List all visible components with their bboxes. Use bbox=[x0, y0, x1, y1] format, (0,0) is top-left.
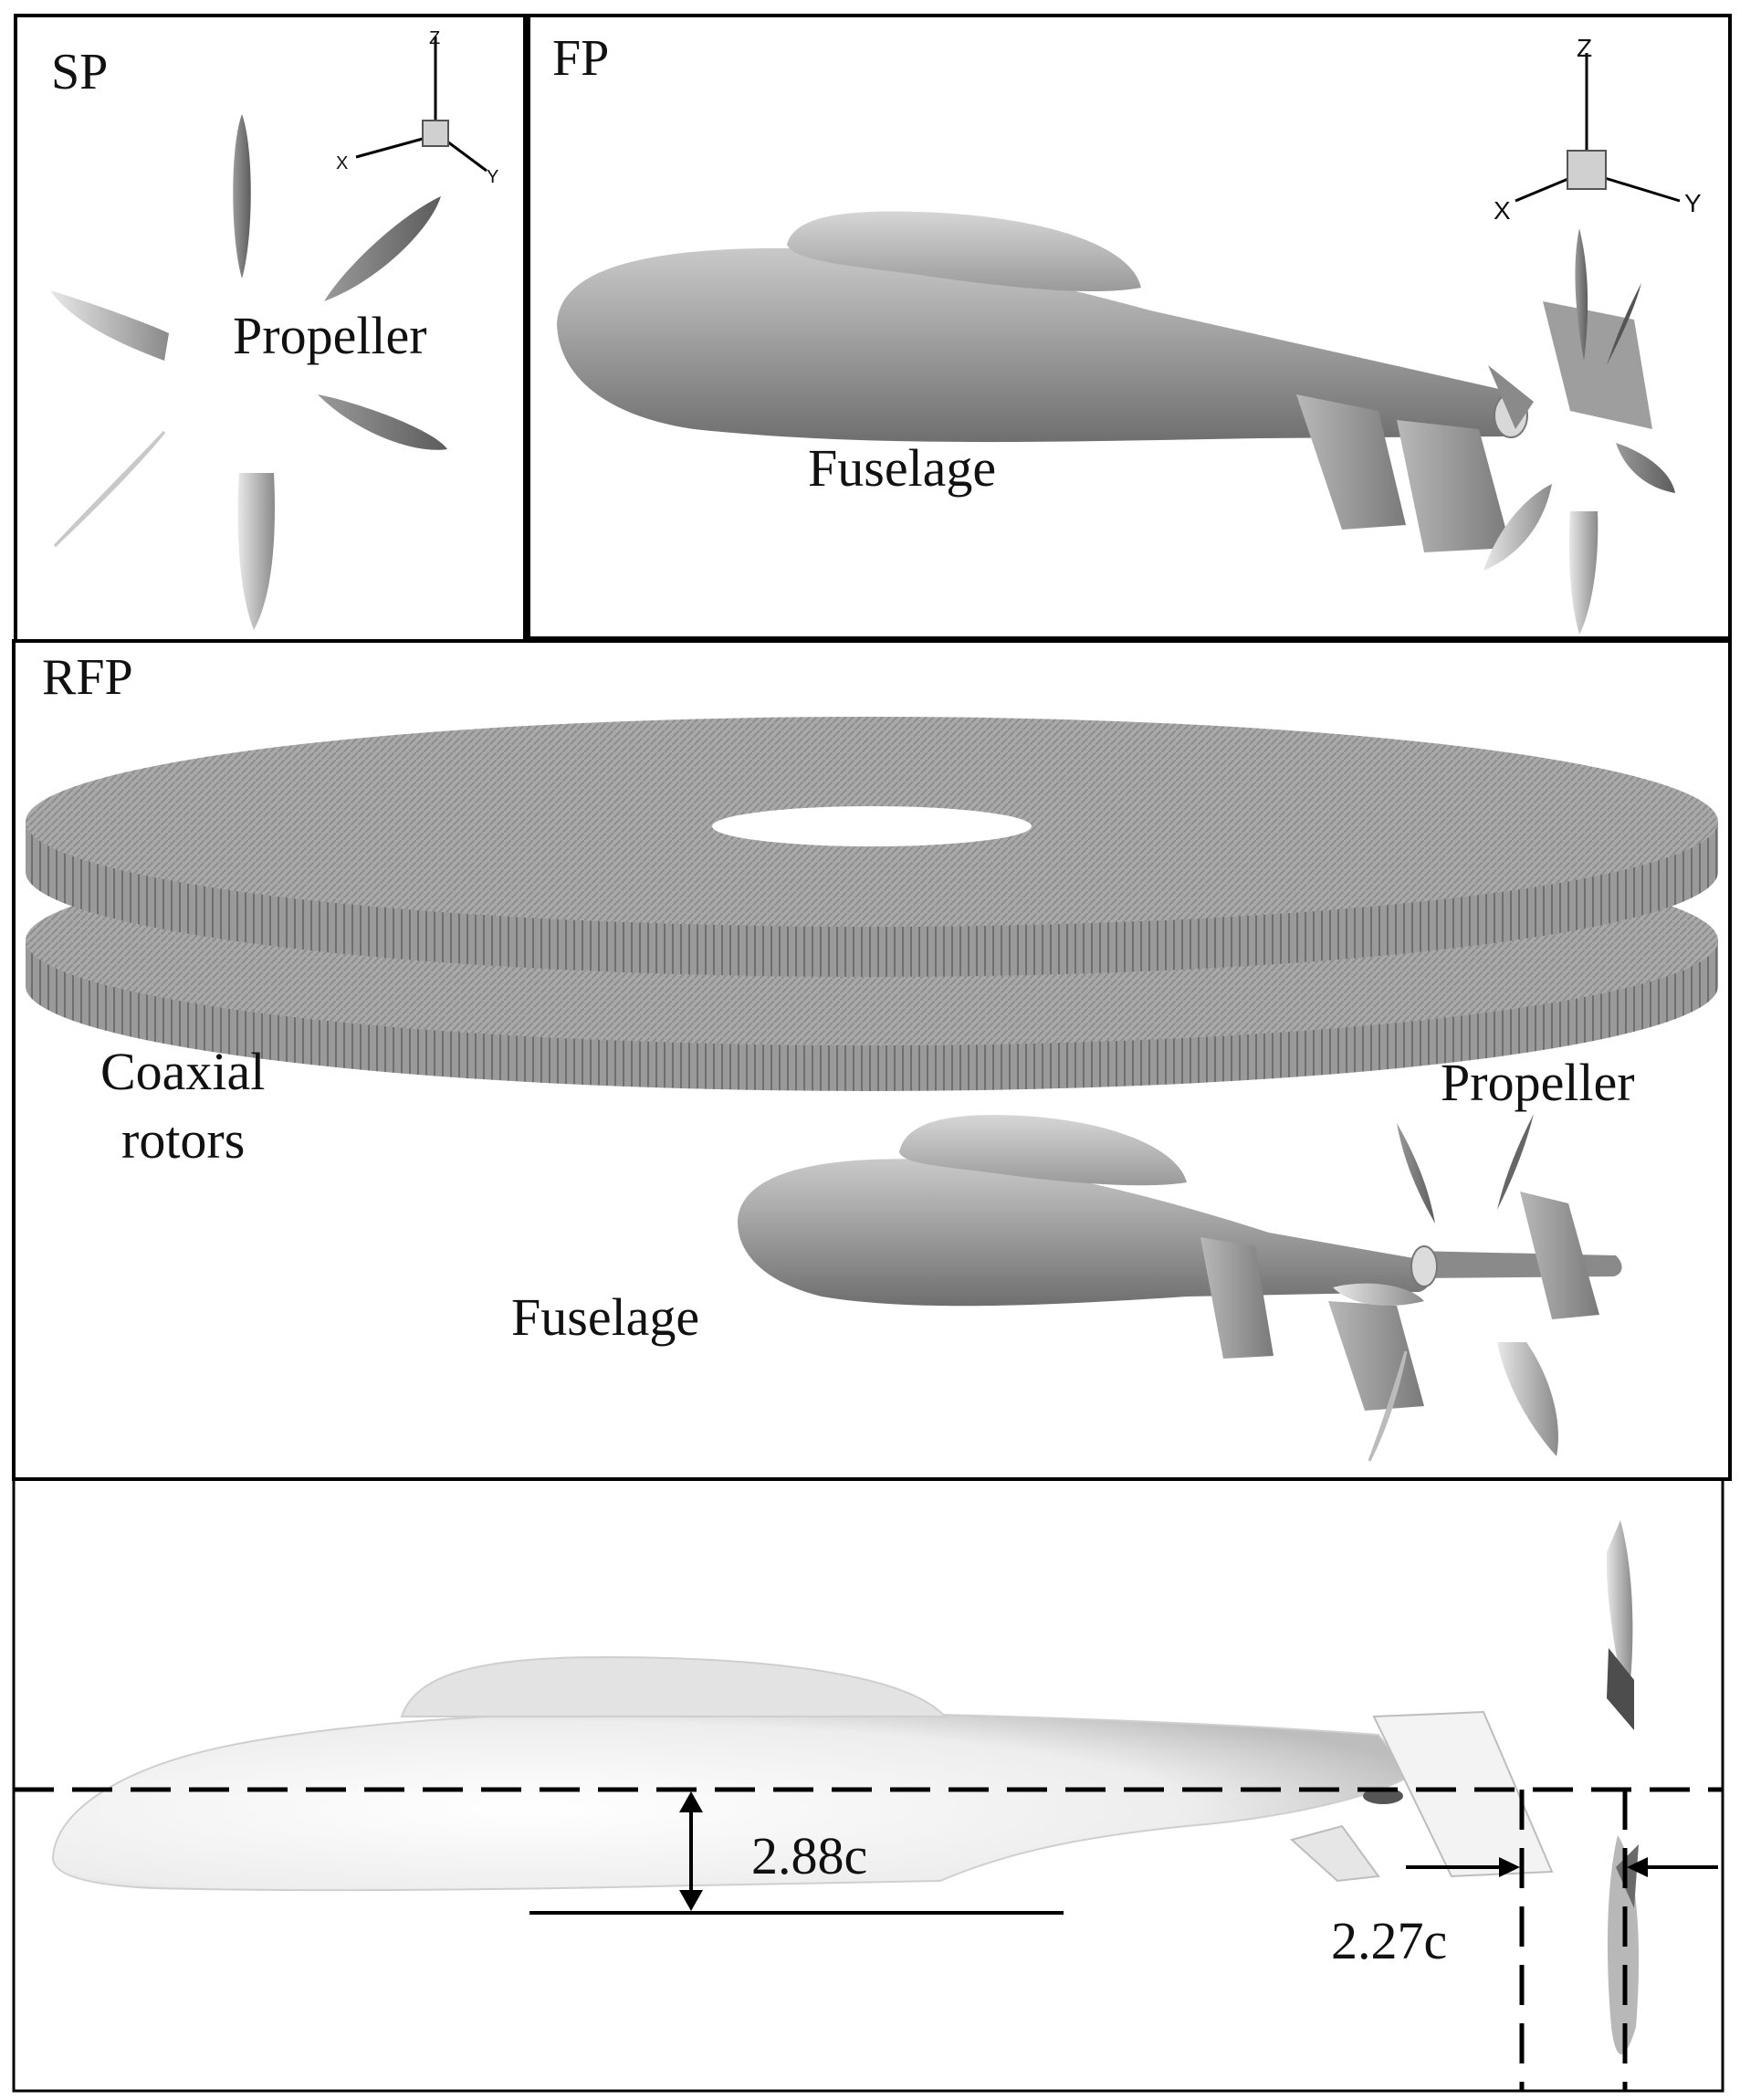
panel-sp-label: SP bbox=[51, 44, 108, 100]
arrow-down bbox=[679, 1890, 703, 1911]
arrow-right bbox=[1499, 1857, 1520, 1877]
axis-triad-fp: Z X Y bbox=[1494, 34, 1702, 225]
rfp-blade-5 bbox=[1368, 1350, 1408, 1462]
arrow-left bbox=[1627, 1857, 1648, 1877]
rfp-fin-left bbox=[1200, 1237, 1274, 1359]
blade-6 bbox=[237, 473, 275, 630]
dimension-lines bbox=[14, 1787, 1723, 2091]
axis-x-label: X bbox=[336, 153, 348, 173]
axis-y-label: Y bbox=[1684, 189, 1702, 217]
rfp-hub bbox=[1410, 1245, 1438, 1287]
rfp-blade-1 bbox=[1397, 1123, 1435, 1223]
panel-side-frame bbox=[12, 1477, 1724, 2093]
panel-rfp-label: RFP bbox=[42, 649, 133, 706]
axis-z-label: Z bbox=[1577, 34, 1592, 62]
horizontal-dimension-label: 2.27c bbox=[1331, 1911, 1447, 1970]
rfp-tail-fin bbox=[1520, 1192, 1599, 1319]
rfp-blade-4 bbox=[1333, 1283, 1424, 1306]
fp-fin-right bbox=[1397, 420, 1511, 552]
rfp-fin-right bbox=[1328, 1301, 1424, 1411]
fp-blade-2 bbox=[1607, 283, 1641, 365]
panel-fp: FP Z X Y Fuselage bbox=[552, 30, 1702, 635]
panel-rfp: RFP Coaxial rotors Propeller bbox=[26, 649, 1718, 1462]
upper-rotor-hub-hole bbox=[712, 806, 1032, 846]
coaxial-label-line1: Coaxial bbox=[100, 1042, 265, 1101]
rfp-canopy bbox=[899, 1115, 1187, 1186]
fp-propeller bbox=[1483, 228, 1675, 635]
side-fuselage bbox=[51, 1655, 1554, 1892]
fp-blade-4 bbox=[1568, 511, 1598, 635]
rfp-fuselage-label: Fuselage bbox=[511, 1287, 699, 1347]
fp-fuselage-label: Fuselage bbox=[808, 438, 996, 498]
side-blade-upper-root bbox=[1607, 1648, 1634, 1730]
side-fin-lower bbox=[1289, 1824, 1380, 1883]
axis-triad-sp: Z X Y bbox=[336, 28, 498, 187]
fp-blade-5 bbox=[1483, 484, 1552, 571]
fp-blade-1 bbox=[1575, 228, 1588, 361]
fp-tail-fin bbox=[1543, 301, 1652, 429]
fp-tail-spike bbox=[1488, 365, 1534, 429]
fp-hull bbox=[557, 247, 1525, 443]
panel-sp: SP Z X Y Propeller bbox=[50, 28, 498, 630]
arrow-up bbox=[679, 1791, 703, 1812]
fp-blade-3 bbox=[1616, 443, 1675, 493]
blade-1 bbox=[233, 114, 251, 278]
side-blade-upper bbox=[1606, 1520, 1633, 1707]
rfp-propeller-label: Propeller bbox=[1441, 1053, 1635, 1112]
rfp-blade-2 bbox=[1497, 1114, 1534, 1210]
blade-3 bbox=[50, 290, 169, 361]
rfp-tail-boom bbox=[1415, 1251, 1622, 1278]
side-tail-fin bbox=[1372, 1710, 1554, 1878]
panel-side-view: 2.88c 2.27c bbox=[14, 1520, 1723, 2091]
fp-fuselage bbox=[557, 211, 1652, 552]
axis-z-label: Z bbox=[429, 28, 440, 48]
sp-propeller-label: Propeller bbox=[233, 306, 427, 365]
coaxial-rotors bbox=[26, 717, 1718, 1091]
panel-fp-label: FP bbox=[552, 30, 609, 87]
sp-propeller bbox=[50, 114, 447, 630]
rfp-fuselage bbox=[738, 1115, 1622, 1411]
axis-y-label: Y bbox=[487, 167, 498, 187]
coaxial-label-line2: rotors bbox=[121, 1110, 245, 1170]
side-canopy bbox=[400, 1655, 948, 1717]
axis-x-label: X bbox=[1494, 196, 1511, 225]
vertical-dimension-label: 2.88c bbox=[751, 1826, 867, 1885]
side-hull bbox=[51, 1709, 1412, 1892]
fp-fin-left bbox=[1296, 394, 1406, 530]
rfp-blade-3 bbox=[1497, 1342, 1558, 1456]
rfp-propeller bbox=[1333, 1114, 1558, 1462]
blade-4 bbox=[318, 394, 447, 450]
blade-5 bbox=[53, 430, 166, 548]
fp-canopy bbox=[787, 211, 1141, 292]
blade-2 bbox=[324, 196, 441, 301]
panel-fp-frame bbox=[527, 14, 1732, 640]
